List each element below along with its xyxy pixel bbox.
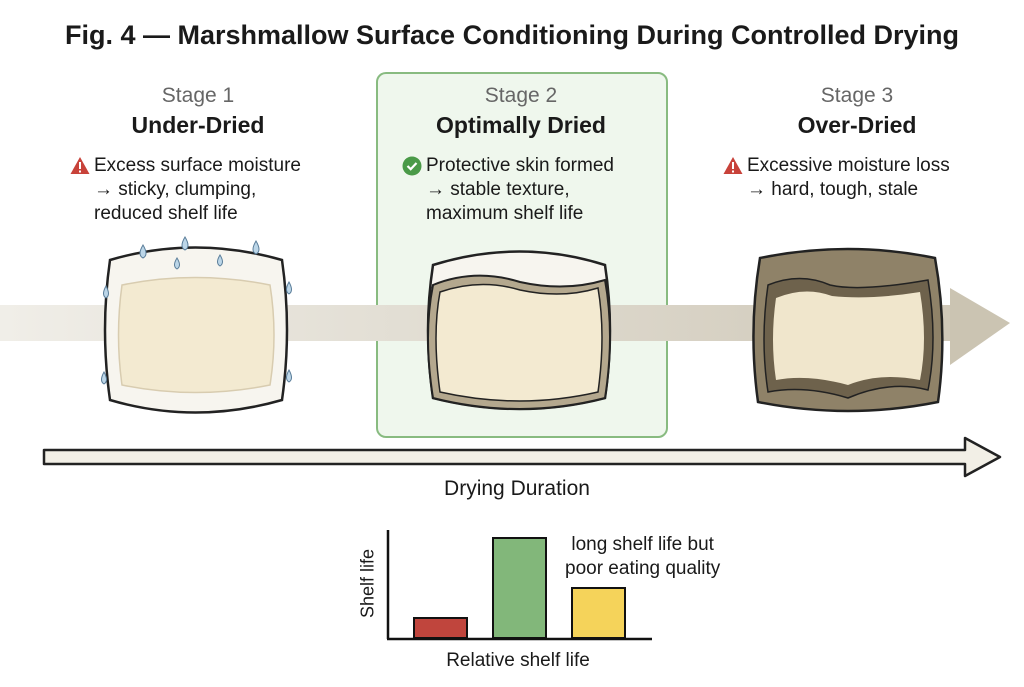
description-line: maximum shelf life [426,203,584,224]
description-line: → stable texture, [426,179,570,200]
bar-optimally-dried [492,537,547,639]
stage-2-description: Protective skin formed → stable texture,… [402,154,614,226]
bar-over-dried [571,587,626,639]
stage-3-description: Excessive moisture loss → hard, tough, s… [723,154,950,202]
warning-icon [70,157,90,174]
stage-name: Over-Dried [797,112,917,138]
warning-icon [723,157,743,174]
optimally-dried-marshmallow [426,250,612,411]
bar-under-dried [413,617,468,639]
description-line: Excessive moisture loss [747,155,950,176]
description-line: → sticky, clumping, [94,179,257,200]
x-axis-label: Relative shelf life [446,650,590,671]
stage-number: Stage 1 [161,84,235,107]
shelf-life-bar-chart [386,530,652,641]
check-circle-icon [402,156,422,176]
moisture-droplets-icon [101,236,292,385]
description-line: Excess surface moisture [94,155,301,176]
stage-3-header: Stage 3 Over-Dried [707,84,1007,139]
description-line: Protective skin formed [426,155,614,176]
annotation-line: long shelf life but [571,534,714,555]
under-dried-marshmallow [101,236,292,414]
annotation-line: poor eating quality [565,558,721,579]
chart-annotation: long shelf life but poor eating quality [565,533,720,581]
stage-number: Stage 3 [820,84,894,107]
description-line: → hard, tough, stale [747,179,919,200]
stage-1-header: Stage 1 Under-Dried [48,84,348,139]
stage-name: Under-Dried [131,112,265,138]
stage-name: Optimally Dried [436,112,606,138]
figure-title: Fig. 4 — Marshmallow Surface Conditionin… [64,20,960,50]
stage-number: Stage 2 [484,84,558,107]
y-axis-label: Shelf life [357,548,378,619]
description-line: reduced shelf life [94,203,238,224]
stage-1-description: Excess surface moisture → sticky, clumpi… [70,154,301,226]
timeline-label: Drying Duration [444,477,590,500]
over-dried-marshmallow [752,247,944,413]
timeline-arrow [42,436,1002,478]
stage-2-header: Stage 2 Optimally Dried [371,84,671,139]
